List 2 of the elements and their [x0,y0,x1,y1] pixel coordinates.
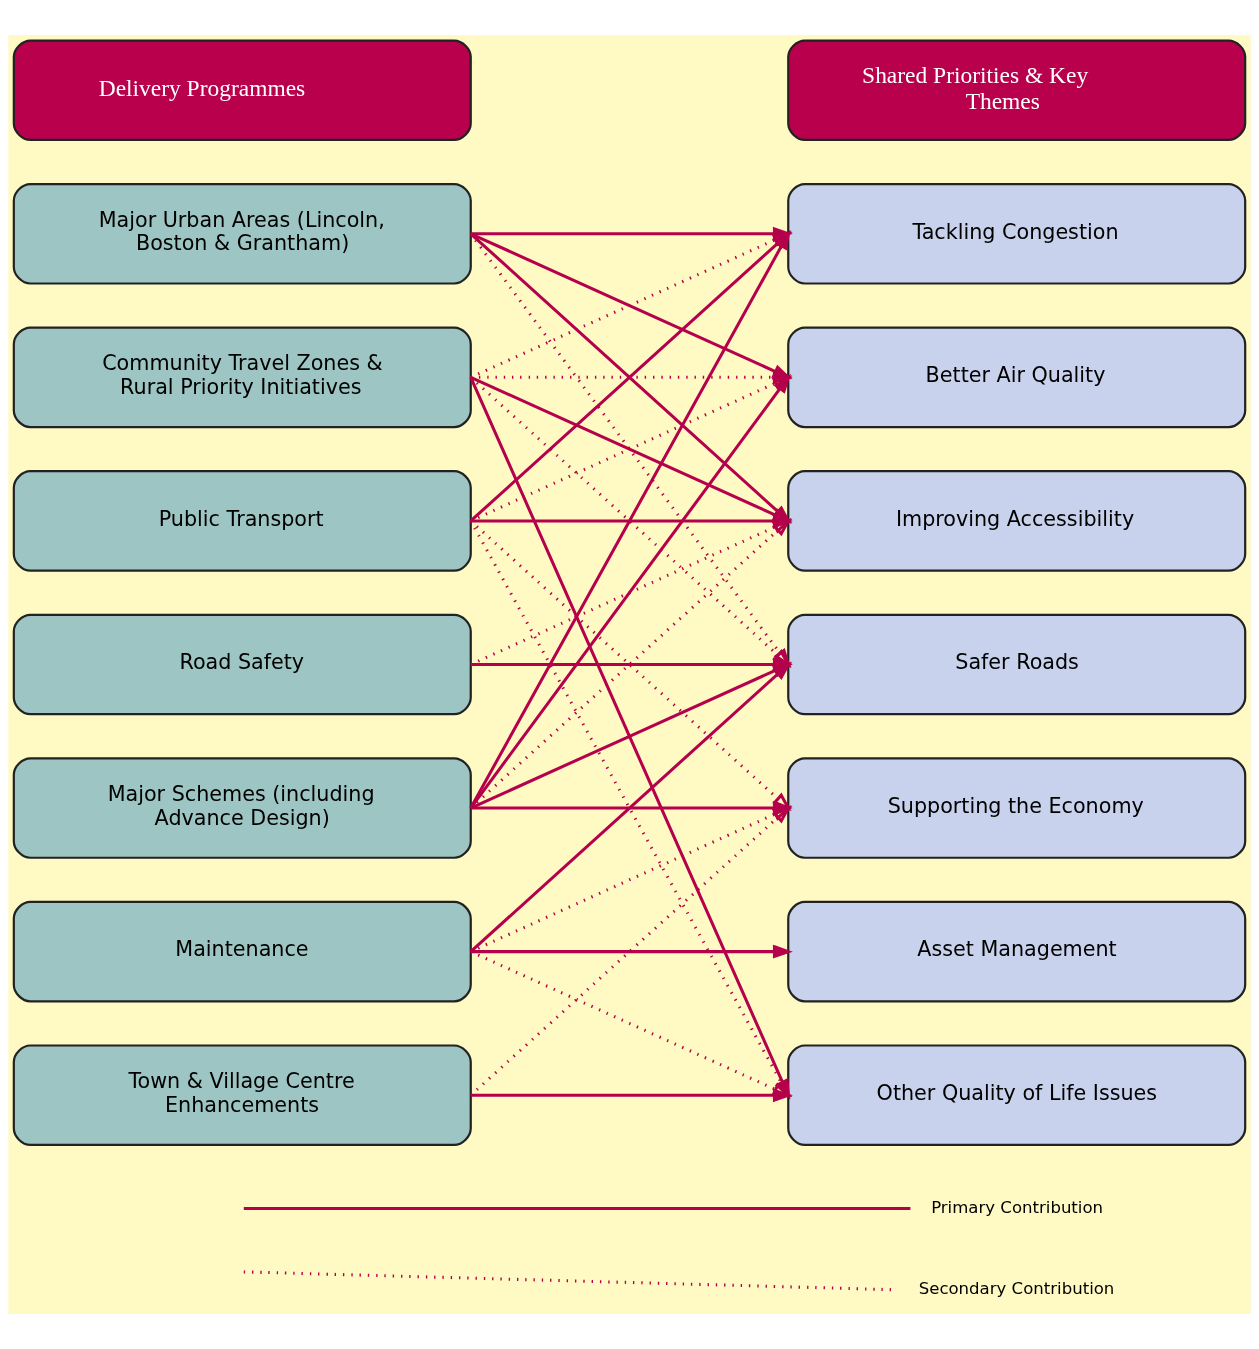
legend-label: Primary Contribution [931,1197,1104,1217]
legend-label: Secondary Contribution [918,1279,1115,1299]
